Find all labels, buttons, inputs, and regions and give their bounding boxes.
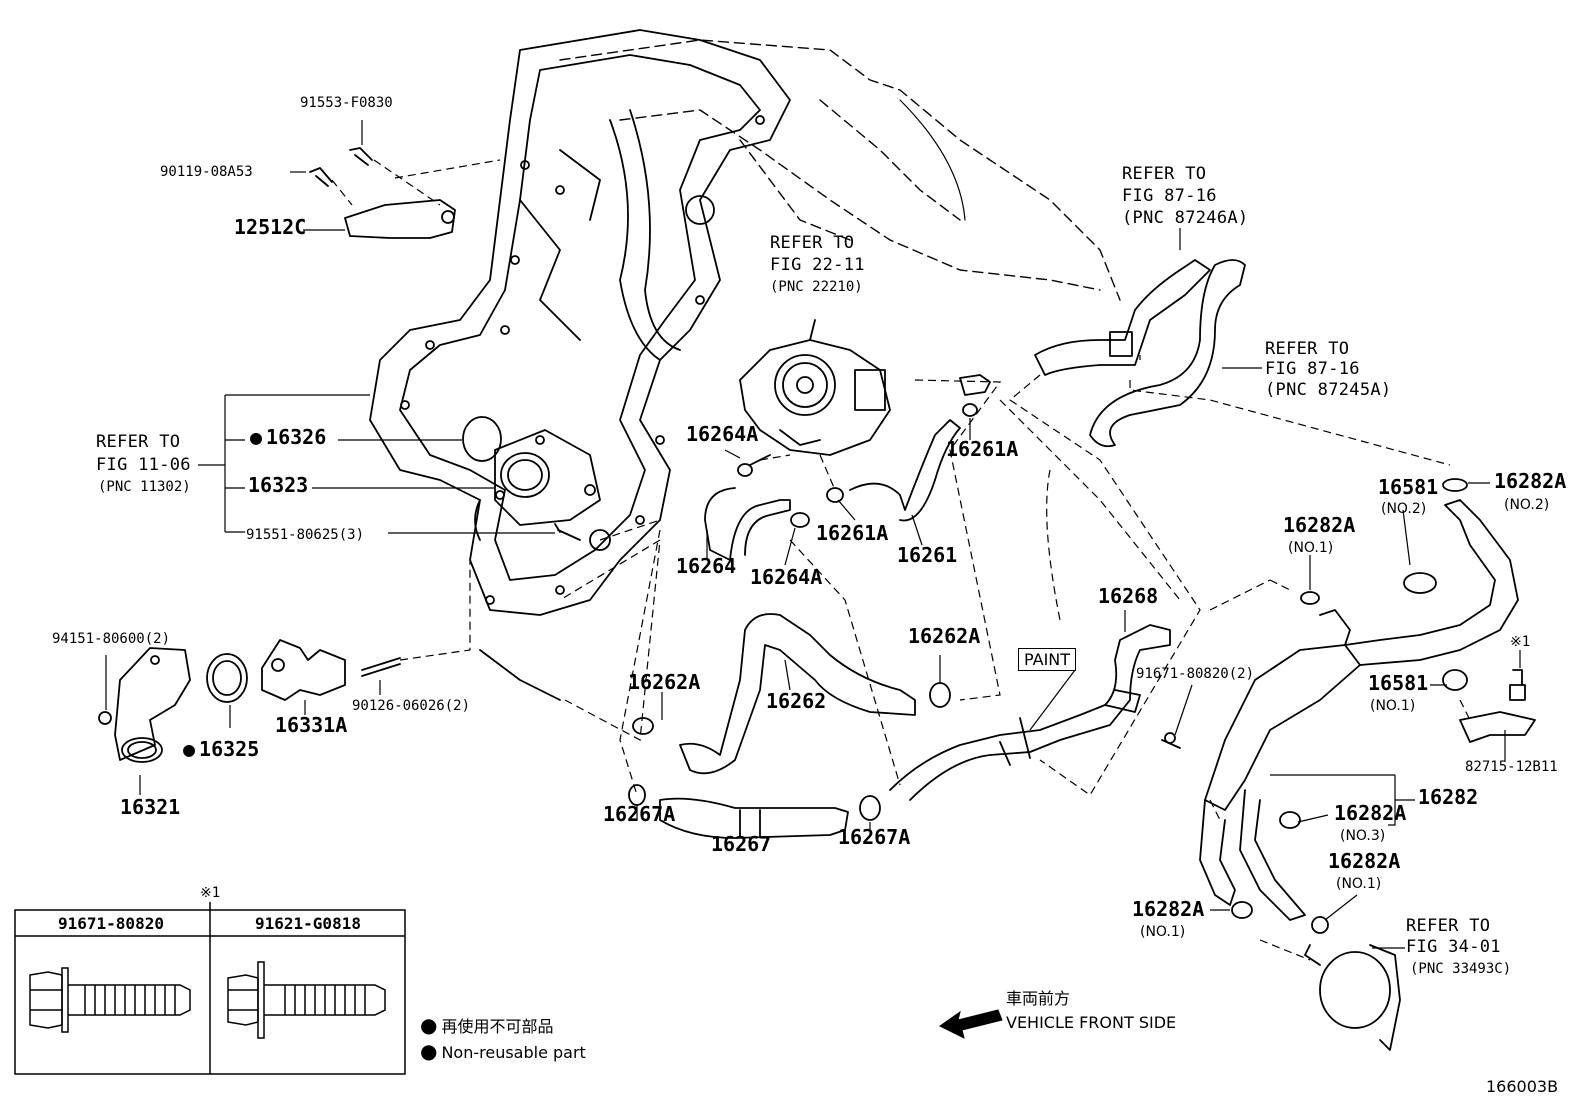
ref-fig-11-06-l2: FIG 11-06 [96, 455, 191, 475]
ref-fig-87-16-b-l1: REFER TO [1265, 339, 1350, 359]
ref-fig-87-16-a-l1: REFER TO [1122, 164, 1207, 184]
direction-jp: 車両前方 [1006, 989, 1071, 1008]
paint-label: PAINT [1018, 648, 1077, 671]
part-16282A-no1-right-sub: (NO.1) [1336, 876, 1382, 892]
bracket-82715 [1459, 711, 1536, 743]
part-16267A-left: 16267A [603, 802, 676, 826]
part-16282A-no3: 16282A [1334, 801, 1407, 825]
legend-en: Non-reusable part [420, 1042, 585, 1062]
part-16262A-right: 16262A [908, 624, 981, 648]
part-16282A-no2: 16282A [1494, 469, 1567, 493]
part-16282A-no1-right: 16282A [1328, 849, 1401, 873]
ref-fig-87-16-a-l3: (PNC 87246A) [1122, 208, 1249, 228]
bypass-assembly-16282 [1199, 478, 1519, 934]
part-91551-80625: 91551-80625(3) [246, 527, 365, 543]
part-82715-12B11: 82715-12B11 [1465, 759, 1558, 775]
part-12512C: 12512C [234, 215, 307, 239]
hose-16264 [704, 487, 791, 561]
bracket-12512C [344, 199, 456, 239]
part-16581-no1-sub: (NO.1) [1370, 698, 1416, 714]
part-16262A-left: 16262A [628, 670, 701, 694]
ref-fig-34-01-l1: REFER TO [1406, 916, 1491, 936]
gasket-16325 [206, 653, 248, 703]
hose-16262 [679, 613, 916, 775]
part-16581-no1: 16581 [1368, 671, 1429, 695]
part-16261A-upper: 16261A [946, 437, 1019, 461]
pipe-16268 [889, 624, 1171, 801]
part-16282A-no1-top-sub: (NO.1) [1288, 540, 1334, 556]
hose-16267 [659, 797, 849, 839]
part-16282A-no1-top: 16282A [1283, 513, 1356, 537]
table-col-91621-G0818: 91621-G0818 [255, 914, 361, 933]
ref-fig-87-16-b-l2: FIG 87-16 [1265, 359, 1360, 379]
part-16581-no2-sub: (NO.2) [1381, 501, 1427, 517]
water-inlet-housing [494, 429, 601, 526]
ref-fig-11-06-l1: REFER TO [96, 432, 181, 452]
part-16262: 16262 [766, 689, 827, 713]
ref-fig-34-01-l3: (PNC 33493C) [1410, 961, 1512, 977]
part-16261A-lower: 16261A [816, 521, 889, 545]
note1-marker: ※1 [1510, 634, 1531, 650]
part-16282A-no1-left: 16282A [1132, 897, 1205, 921]
ref-fig-22-11-l3: (PNC 22210) [770, 279, 863, 295]
legend-jp: 再使用不可部品 [420, 1016, 553, 1036]
table-col-91671-80820: 91671-80820 [58, 914, 164, 933]
fastener-table [14, 902, 406, 1075]
oil-cooler [1304, 944, 1401, 1051]
direction-en: VEHICLE FRONT SIDE [1006, 1013, 1177, 1032]
part-16326: 16326 [250, 427, 326, 447]
throttle-body [739, 319, 891, 466]
part-16282A-no3-sub: (NO.3) [1340, 828, 1386, 844]
part-16282A-no2-sub: (NO.2) [1504, 497, 1550, 513]
ref-fig-22-11-l2: FIG 22-11 [770, 255, 865, 275]
part-16331A: 16331A [275, 713, 348, 737]
o-ring-16326 [462, 416, 502, 462]
part-90126-06026: 90126-06026(2) [352, 698, 471, 714]
ref-fig-87-16-a-l2: FIG 87-16 [1122, 186, 1217, 206]
part-16325: 16325 [183, 739, 259, 759]
part-16282A-no1-left-sub: (NO.1) [1140, 924, 1186, 940]
figure-id: 166003B [1486, 1077, 1559, 1096]
ref-fig-22-11-l1: REFER TO [770, 233, 855, 253]
part-16268: 16268 [1098, 584, 1159, 608]
part-16267A-right: 16267A [838, 825, 911, 849]
heater-hose-87245A [1089, 259, 1246, 448]
part-91553-F0830: 91553-F0830 [300, 95, 393, 111]
part-16282: 16282 [1418, 785, 1479, 809]
part-90119-08A53: 90119-08A53 [160, 164, 253, 180]
vehicle-front-arrow [939, 1009, 1003, 1039]
part-16267: 16267 [711, 832, 772, 856]
part-91671-80820: 91671-80820(2) [1136, 666, 1255, 682]
part-94151-80600: 94151-80600(2) [52, 631, 171, 647]
part-16264A-upper: 16264A [686, 422, 759, 446]
part-16581-no2: 16581 [1378, 475, 1439, 499]
part-16264A-lower: 16264A [750, 565, 823, 589]
ref-fig-34-01-l2: FIG 34-01 [1406, 937, 1501, 957]
part-16264: 16264 [676, 554, 737, 578]
part-16323: 16323 [248, 473, 309, 497]
ref-fig-11-06-l3: (PNC 11302) [98, 479, 191, 495]
ref-fig-87-16-b-l3: (PNC 87245A) [1265, 380, 1392, 400]
water-outlet-16321 [114, 647, 191, 763]
thermostat-16331A [261, 639, 346, 701]
heater-hose-87246A [1034, 259, 1211, 376]
table-marker: ※1 [200, 885, 221, 901]
timing-cover [369, 29, 791, 701]
part-16321: 16321 [120, 795, 181, 819]
bolts [309, 147, 1181, 749]
part-16261: 16261 [897, 543, 958, 567]
hose-16261 [849, 419, 961, 522]
